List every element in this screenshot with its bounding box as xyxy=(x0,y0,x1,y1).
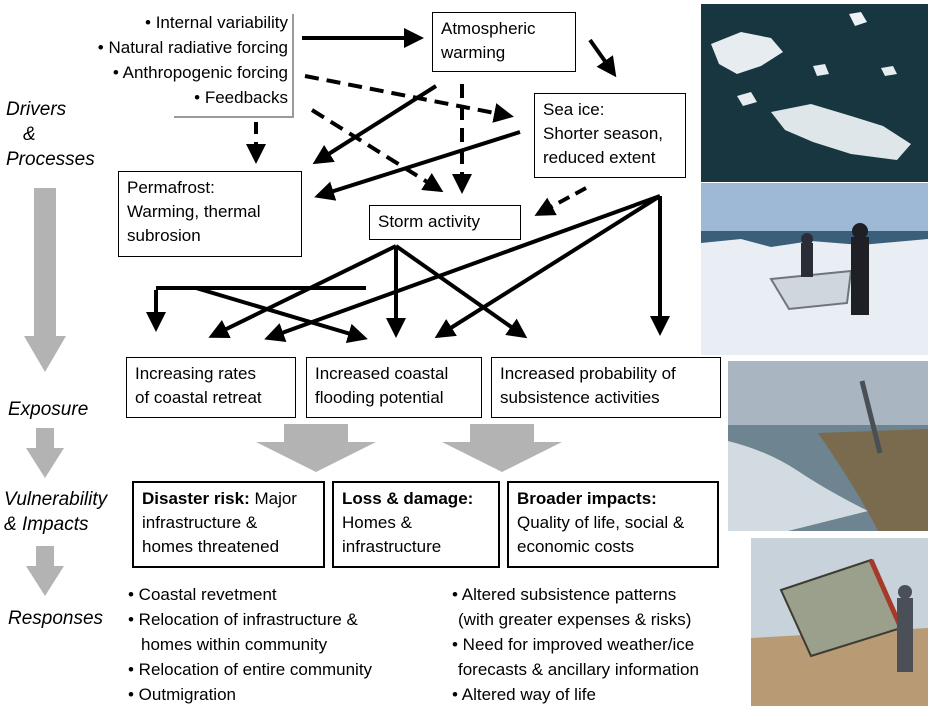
stage-vulnerability-impacts: Vulnerability & Impacts xyxy=(4,487,107,537)
stage-vulnerability-line-1: Vulnerability xyxy=(4,489,108,510)
hunters-boat-photo-art xyxy=(701,183,928,355)
loss-damage-box: Loss & damage: Homes & infrastructure xyxy=(332,481,500,568)
disaster-line-2: infrastructure & xyxy=(142,513,258,532)
broader-line-1: Broader impacts: xyxy=(517,487,709,511)
block-arrow-left xyxy=(256,424,376,472)
arrow-seaice-permafrost xyxy=(314,130,521,201)
loss-line-3: infrastructure xyxy=(342,537,442,556)
loss-line-1: Loss & damage: xyxy=(342,487,490,511)
block-arrow-right xyxy=(442,424,562,472)
response-item: • Need for improved weather/ice xyxy=(452,635,695,654)
permafrost-line-3: subrosion xyxy=(127,226,201,245)
stage-drivers-line-3: Processes xyxy=(6,149,95,170)
arrow-atmospheric-permafrost xyxy=(312,84,438,165)
disaster-risk-box: Disaster risk: Major infrastructure & ho… xyxy=(132,481,325,568)
coastal-flooding-box: Increased coastal flooding potential xyxy=(306,357,482,418)
response-item: (with greater expenses & risks) xyxy=(458,610,692,629)
drivers-frame xyxy=(174,14,294,118)
response-item: • Relocation of infrastructure & xyxy=(128,610,358,629)
subsistence-line-1: Increased probability of xyxy=(500,364,676,383)
stage-drivers-line-1: Drivers xyxy=(6,99,67,120)
atmospheric-line-2: warming xyxy=(441,43,506,62)
arrow-seaice-storm-dashed xyxy=(534,186,587,216)
driver-item: • Natural radiative forcing xyxy=(97,38,288,57)
arrow-storm-subsistence xyxy=(394,244,528,339)
storm-line: Storm activity xyxy=(378,212,481,231)
disaster-line-1: Disaster risk: Major xyxy=(142,487,315,511)
broader-impacts-box: Broader impacts: Quality of life, social… xyxy=(507,481,719,568)
loss-head: Loss & damage: xyxy=(342,489,474,508)
response-item: homes within community xyxy=(141,635,328,654)
disaster-line-3: homes threatened xyxy=(142,537,280,556)
arrow-drivers-seaice-dashed xyxy=(304,74,514,123)
drivers-list: • Internal variability • Natural radiati… xyxy=(60,10,288,110)
hunters-boat-photo xyxy=(701,183,928,355)
response-item: • Outmigration xyxy=(128,685,236,704)
stage-arrow-1 xyxy=(24,188,66,372)
subsistence-box: Increased probability of subsistence act… xyxy=(491,357,721,418)
retreat-line-1: Increasing rates xyxy=(135,364,256,383)
stage-responses: Responses xyxy=(8,608,104,629)
atmospheric-warming-box: Atmospheric warming xyxy=(432,12,576,72)
sea-ice-photo xyxy=(701,4,928,182)
permafrost-line-2: Warming, thermal xyxy=(127,202,261,221)
flooding-line-2: flooding potential xyxy=(315,388,444,407)
collapsed-house-photo-art xyxy=(751,538,928,706)
loss-line-2: Homes & xyxy=(342,513,412,532)
flooding-line-1: Increased coastal xyxy=(315,364,449,383)
stage-exposure: Exposure xyxy=(8,399,89,420)
disaster-rest: Major xyxy=(249,489,297,508)
arrow-drivers-storm-dashed xyxy=(310,108,444,193)
arrow-storm-retreat xyxy=(208,244,397,338)
disaster-head: Disaster risk: xyxy=(142,489,250,508)
stage-drivers-processes: Drivers & Processes xyxy=(6,97,95,172)
subsistence-line-2: subsistence activities xyxy=(500,388,660,407)
responses-right-list: • Altered subsistence patterns (with gre… xyxy=(452,582,699,707)
driver-item: • Feedbacks xyxy=(194,88,288,107)
arrow-atmospheric-seaice xyxy=(588,38,617,78)
responses-left-list: • Coastal revetment • Relocation of infr… xyxy=(128,582,372,707)
response-item: forecasts & ancillary information xyxy=(458,660,699,679)
sea-ice-box: Sea ice: Shorter season, reduced extent xyxy=(534,93,686,178)
atmospheric-line-1: Atmospheric xyxy=(441,19,536,38)
coastal-erosion-photo-art xyxy=(728,361,928,531)
response-item: • Relocation of entire community xyxy=(128,660,373,679)
driver-item: • Anthropogenic forcing xyxy=(112,63,288,82)
coastal-erosion-photo xyxy=(728,361,928,531)
driver-item: • Internal variability xyxy=(145,13,288,32)
retreat-line-2: of coastal retreat xyxy=(135,388,262,407)
stage-vulnerability-line-2: & Impacts xyxy=(4,514,89,535)
broader-head: Broader impacts: xyxy=(517,489,657,508)
stage-arrow-2 xyxy=(26,428,64,478)
collapsed-house-photo xyxy=(751,538,928,706)
sea-ice-line-3: reduced extent xyxy=(543,148,656,167)
stage-arrow-3 xyxy=(26,546,64,596)
permafrost-box: Permafrost: Warming, thermal subrosion xyxy=(118,171,302,257)
response-item: • Altered way of life xyxy=(452,685,596,704)
broader-line-2: Quality of life, social & xyxy=(517,513,685,532)
sea-ice-line-2: Shorter season, xyxy=(543,124,664,143)
storm-activity-box: Storm activity xyxy=(369,205,521,240)
arrow-seaice-flooding xyxy=(434,194,662,339)
permafrost-line-1: Permafrost: xyxy=(127,178,215,197)
arrow-seaice-retreat xyxy=(264,194,661,342)
sea-ice-photo-art xyxy=(701,4,928,182)
broader-line-3: economic costs xyxy=(517,537,635,556)
response-item: • Coastal revetment xyxy=(128,585,277,604)
response-item: • Altered subsistence patterns xyxy=(452,585,677,604)
coastal-retreat-box: Increasing rates of coastal retreat xyxy=(126,357,296,418)
stage-drivers-line-2: & xyxy=(23,124,36,145)
arrow-permafrost-flooding xyxy=(195,286,368,344)
sea-ice-line-1: Sea ice: xyxy=(543,100,605,119)
